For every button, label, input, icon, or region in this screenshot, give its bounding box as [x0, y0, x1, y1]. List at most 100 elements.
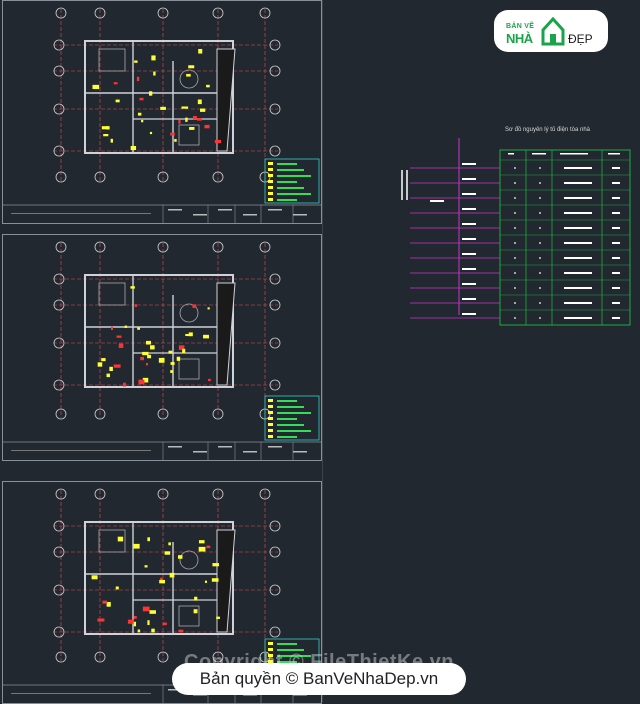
schedule-header: [560, 153, 588, 155]
legend-text: [277, 424, 304, 426]
electrical-symbol: [162, 622, 167, 626]
legend-symbol: [268, 435, 273, 438]
bed-furniture: [98, 282, 126, 306]
grid-bubble: [269, 299, 281, 311]
electrical-symbol: [193, 609, 198, 614]
floor-plan-2-svg: [3, 241, 321, 460]
electrical-symbol: [123, 382, 126, 387]
electrical-symbol: [144, 565, 148, 568]
electrical-symbol: [160, 106, 166, 110]
electrical-symbol: [176, 356, 181, 361]
drawing-sheet-3[interactable]: [2, 481, 322, 704]
electrical-symbol: [137, 629, 141, 633]
grid-bubble: [269, 337, 281, 349]
electrical-symbol: [178, 119, 181, 124]
legend-symbol: [268, 192, 273, 195]
electrical-diagram[interactable]: [380, 130, 640, 330]
logo-mid-text: NHÀ: [506, 31, 533, 46]
title-block-text: [218, 209, 232, 211]
electrical-symbol: [101, 358, 106, 362]
grid-bubble: [212, 7, 224, 19]
logo-end-text: ĐẸP: [568, 32, 593, 46]
legend-text: [277, 199, 297, 201]
drawing-sheet-2[interactable]: [2, 234, 322, 461]
diagram-title: Sơ đồ nguyên lý tủ điện tòa nhà: [505, 127, 590, 133]
circuit-breaker-symbol: [462, 163, 476, 165]
legend-frame: [264, 395, 320, 441]
exterior-wall: [84, 40, 234, 154]
electrical-symbol: [198, 540, 205, 544]
grid-bubble: [269, 626, 281, 638]
electrical-symbol: [186, 73, 191, 77]
exterior-wall: [84, 274, 234, 388]
electrical-symbol: [178, 555, 183, 559]
electrical-symbol: [189, 126, 195, 130]
electrical-symbol: [137, 112, 142, 116]
electrical-symbol: [117, 536, 124, 542]
title-block-text: [168, 689, 182, 691]
schedule-dot: [514, 257, 516, 259]
legend-text: [277, 661, 297, 663]
title-block-text: [268, 446, 282, 448]
legend-symbol: [268, 642, 273, 645]
electrical-symbol: [103, 133, 109, 137]
electrical-symbol: [110, 138, 113, 143]
grid-bubble: [269, 273, 281, 285]
electrical-symbol: [142, 377, 149, 383]
legend-symbol: [268, 180, 273, 183]
schedule-text: [564, 212, 592, 214]
electrical-symbol: [145, 362, 149, 366]
schedule-dot: [514, 287, 516, 289]
site-logo: BẢN VẼ NHÀ ĐẸP: [494, 10, 608, 52]
electrical-symbol: [203, 334, 209, 339]
grid-bubble: [55, 651, 67, 663]
grid-bubble: [157, 488, 169, 500]
electrical-symbol: [149, 131, 153, 135]
electrical-symbol: [142, 351, 149, 356]
drawing-sheet-1[interactable]: [2, 0, 322, 224]
grid-bubble: [269, 103, 281, 115]
stair-block: [216, 282, 236, 386]
table-furniture: [179, 550, 199, 570]
legend-text: [277, 193, 311, 195]
table-furniture: [179, 69, 199, 89]
electrical-symbol: [206, 84, 210, 88]
schedule-text: [612, 197, 620, 199]
electrical-symbol: [208, 378, 211, 382]
title-block-text: [168, 446, 182, 448]
electrical-symbol: [197, 99, 202, 105]
circuit-breaker-symbol: [462, 208, 476, 210]
electrical-symbol: [216, 616, 220, 619]
electrical-symbol: [160, 577, 163, 581]
legend-symbol: [268, 417, 273, 420]
schedule-text: [612, 212, 620, 214]
legend-symbol: [268, 399, 273, 402]
schedule-text: [564, 242, 592, 244]
schedule-text: [564, 272, 592, 274]
electrical-symbol: [204, 580, 207, 583]
legend-symbol: [268, 168, 273, 171]
electrical-symbol: [185, 117, 188, 122]
electrical-symbol: [170, 362, 175, 365]
electrical-symbol: [106, 602, 111, 607]
schedule-text: [612, 317, 620, 319]
grid-bubble: [269, 39, 281, 51]
electrical-symbol: [115, 586, 119, 590]
floor-plan-1-svg: [3, 7, 321, 223]
electrical-symbol: [204, 124, 210, 129]
electrical-symbol: [134, 616, 137, 619]
grid-bubble: [53, 626, 65, 638]
bed-furniture: [98, 529, 126, 553]
grid-bubble: [94, 488, 106, 500]
schedule-header: [508, 153, 514, 155]
electrical-symbol: [109, 366, 113, 371]
viewport-divider: [322, 0, 323, 702]
electrical-symbol: [142, 606, 150, 612]
legend-symbol: [268, 429, 273, 432]
grid-bubble: [259, 241, 271, 253]
schedule-text: [564, 302, 592, 304]
schedule-dot: [539, 167, 541, 169]
electrical-symbol: [102, 600, 108, 604]
electrical-symbol: [97, 362, 103, 367]
schedule-text: [564, 287, 592, 289]
